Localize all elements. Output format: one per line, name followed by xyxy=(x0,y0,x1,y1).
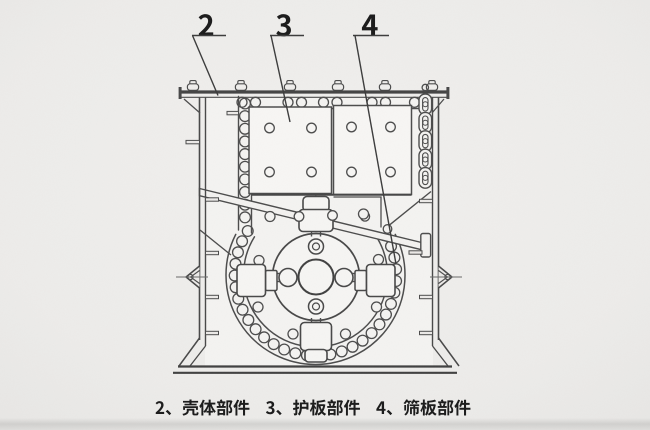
diagram-stage: 2、壳体部件 3、护板部件 4、筛板部件 2 3 4 xyxy=(0,0,650,430)
crusher-sectional-diagram xyxy=(0,0,650,430)
paper-grain xyxy=(0,0,650,430)
